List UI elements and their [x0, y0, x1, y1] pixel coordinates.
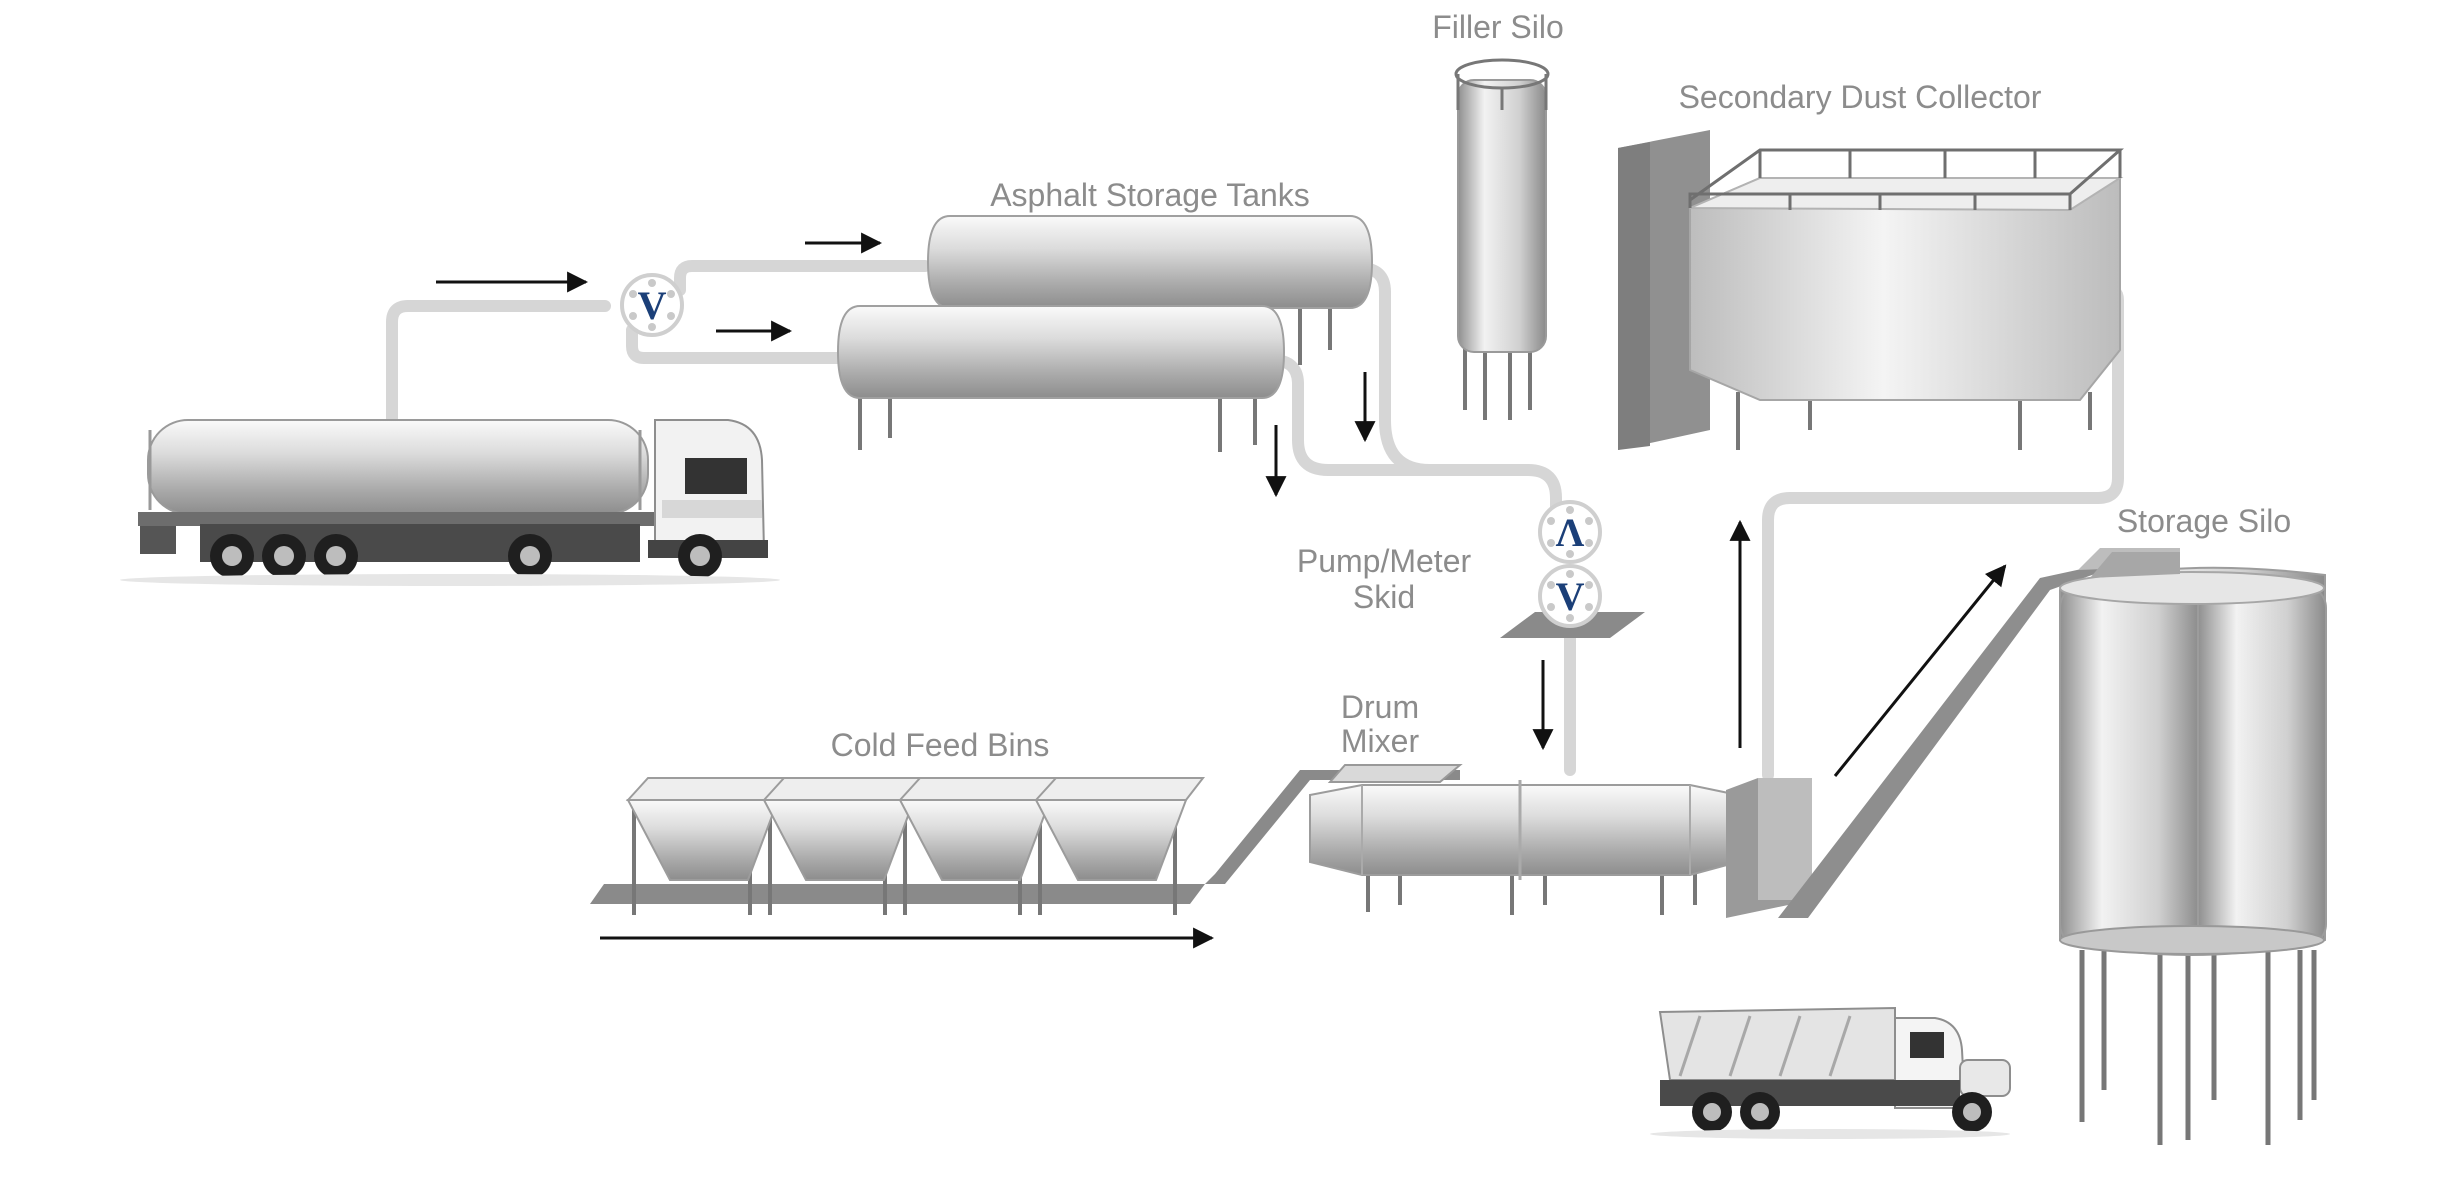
- feed-conveyor: [1205, 764, 1463, 884]
- pipe-pump-to-tank-top: [674, 260, 931, 296]
- pipe-pump-to-tank-bottom: [626, 324, 844, 364]
- flow-arrow-icon: [1833, 564, 2007, 777]
- labels: Filler Silo Secondary Dust Collector Asp…: [831, 9, 2292, 763]
- pump-meter-label-line1: Pump/Meter: [1297, 543, 1472, 579]
- filler-silo: [1454, 58, 1550, 420]
- storage-silo-label: Storage Silo: [2117, 503, 2291, 539]
- cold-feed-bins: [590, 777, 1206, 915]
- filler-silo-label: Filler Silo: [1432, 9, 1564, 45]
- pump-meter-skid: Λ V: [1500, 500, 1645, 638]
- tanker-truck-icon: [120, 419, 780, 586]
- viking-pump-logo-icon: Λ: [1538, 500, 1602, 564]
- cold-feed-bins-label: Cold Feed Bins: [831, 727, 1050, 763]
- pipe-tank-bottom-outlet: [1266, 354, 1534, 476]
- dump-truck-icon: [1650, 1006, 2011, 1139]
- viking-pump-logo-icon: V: [620, 273, 684, 337]
- secondary-dust-collector-label: Secondary Dust Collector: [1679, 79, 2042, 115]
- viking-pump-logo-icon: V: [1538, 564, 1602, 628]
- pipes: [386, 260, 2124, 781]
- flow-arrows: [436, 232, 2007, 949]
- pipe-truck-to-pump: [386, 300, 611, 436]
- asphalt-storage-tanks-label: Asphalt Storage Tanks: [990, 177, 1310, 213]
- v-logo-mark-inverted: Λ: [1556, 510, 1585, 555]
- asphalt-storage-tank-bottom: [836, 305, 1286, 452]
- secondary-dust-collector: [1618, 130, 2124, 450]
- drum-mixer-label-line2: Mixer: [1341, 723, 1420, 759]
- drum-mixer: [1309, 778, 1812, 918]
- drum-mixer-label-line1: Drum: [1341, 689, 1419, 725]
- storage-silo: [2059, 552, 2327, 1145]
- pump-meter-label-line2: Skid: [1353, 579, 1415, 615]
- v-logo-mark: V: [638, 283, 667, 328]
- pipe-tank-top-outlet: [1354, 262, 1562, 516]
- v-logo-mark: V: [1556, 574, 1585, 619]
